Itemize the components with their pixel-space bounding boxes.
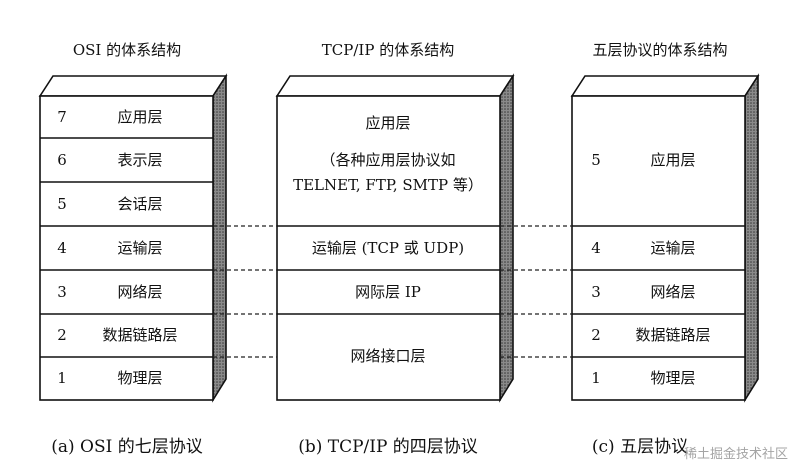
watermark-text: 稀土掘金技术社区 (684, 446, 788, 462)
osi-layer-3-num: 3 (57, 283, 67, 301)
osi-stack-top-face (38, 75, 228, 97)
five-layer-3-name: 网络层 (650, 283, 695, 301)
tcpip-stack: 应用层 （各种应用层协议如 TELNET, FTP, SMTP 等） 运输层 (… (275, 73, 515, 403)
five-layer-5-num: 5 (591, 151, 601, 169)
osi-layer-1-name: 物理层 (117, 369, 162, 387)
tcpip-stack-side-face (499, 73, 514, 403)
five-stack-top-face (570, 75, 760, 97)
osi-title: OSI 的体系结构 (73, 41, 181, 59)
five-layer-3: 3 网络层 (591, 283, 695, 301)
osi-stack-side-face (212, 73, 227, 403)
five-layer-stack: 5 应用层 4 运输层 3 网络层 2 数据链路层 1 物理层 (570, 73, 760, 403)
five-layer-title: 五层协议的体系结构 (592, 41, 727, 59)
five-stack-side-face (744, 73, 759, 403)
tcpip-transport-layer: 运输层 (TCP 或 UDP) (312, 239, 464, 257)
osi-layer-3-name: 网络层 (117, 283, 162, 301)
five-layer-4-name: 运输层 (650, 239, 695, 257)
tcpip-internet-layer: 网际层 IP (355, 283, 421, 301)
osi-layer-6: 6 表示层 (57, 151, 162, 169)
osi-layer-3: 3 网络层 (57, 283, 162, 301)
five-layer-5-name: 应用层 (650, 151, 695, 169)
five-layer-1: 1 物理层 (591, 369, 695, 387)
five-layer-2-num: 2 (591, 326, 601, 344)
osi-layer-4-num: 4 (57, 239, 67, 257)
osi-layer-2-num: 2 (57, 326, 67, 344)
osi-layer-7: 7 应用层 (57, 108, 162, 126)
five-layer-2: 2 数据链路层 (591, 326, 710, 344)
osi-layer-6-name: 表示层 (117, 151, 162, 169)
osi-layer-7-name: 应用层 (117, 108, 162, 126)
tcpip-application-name: 应用层 (365, 114, 410, 132)
five-layer-3-num: 3 (591, 283, 601, 301)
five-layer-2-name: 数据链路层 (635, 326, 710, 344)
tcpip-network-interface-layer: 网络接口层 (350, 347, 425, 365)
tcpip-stack-top-face (275, 75, 515, 97)
osi-layer-6-num: 6 (57, 151, 67, 169)
osi-layer-5-num: 5 (57, 195, 67, 213)
osi-layer-7-num: 7 (57, 108, 67, 126)
tcpip-title: TCP/IP 的体系结构 (322, 41, 454, 59)
tcpip-application-desc-2: TELNET, FTP, SMTP 等） (293, 176, 483, 194)
osi-layer-5-name: 会话层 (117, 195, 162, 213)
tcpip-application-desc-1: （各种应用层协议如 (320, 151, 455, 169)
osi-caption: (a) OSI 的七层协议 (51, 437, 203, 457)
five-layer-4: 4 运输层 (591, 239, 695, 257)
five-layer-1-name: 物理层 (650, 369, 695, 387)
five-layer-5: 5 应用层 (591, 151, 695, 169)
osi-layer-2: 2 数据链路层 (57, 326, 177, 344)
five-layer-caption: (c) 五层协议 (592, 437, 688, 457)
layer-correspondence-lines (213, 225, 572, 358)
five-layer-4-num: 4 (591, 239, 601, 257)
five-layer-1-num: 1 (591, 369, 601, 387)
osi-layer-1-num: 1 (57, 369, 67, 387)
osi-layer-2-name: 数据链路层 (102, 326, 177, 344)
osi-layer-1: 1 物理层 (57, 369, 162, 387)
tcpip-application-layer: 应用层 （各种应用层协议如 TELNET, FTP, SMTP 等） (293, 114, 483, 194)
tcpip-caption: (b) TCP/IP 的四层协议 (298, 437, 478, 457)
osi-layer-4-name: 运输层 (117, 239, 162, 257)
osi-stack: 7 应用层 6 表示层 5 会话层 4 运输层 3 网络层 2 数据链路层 1 … (38, 73, 228, 403)
osi-layer-4: 4 运输层 (57, 239, 162, 257)
osi-layer-5: 5 会话层 (57, 195, 162, 213)
